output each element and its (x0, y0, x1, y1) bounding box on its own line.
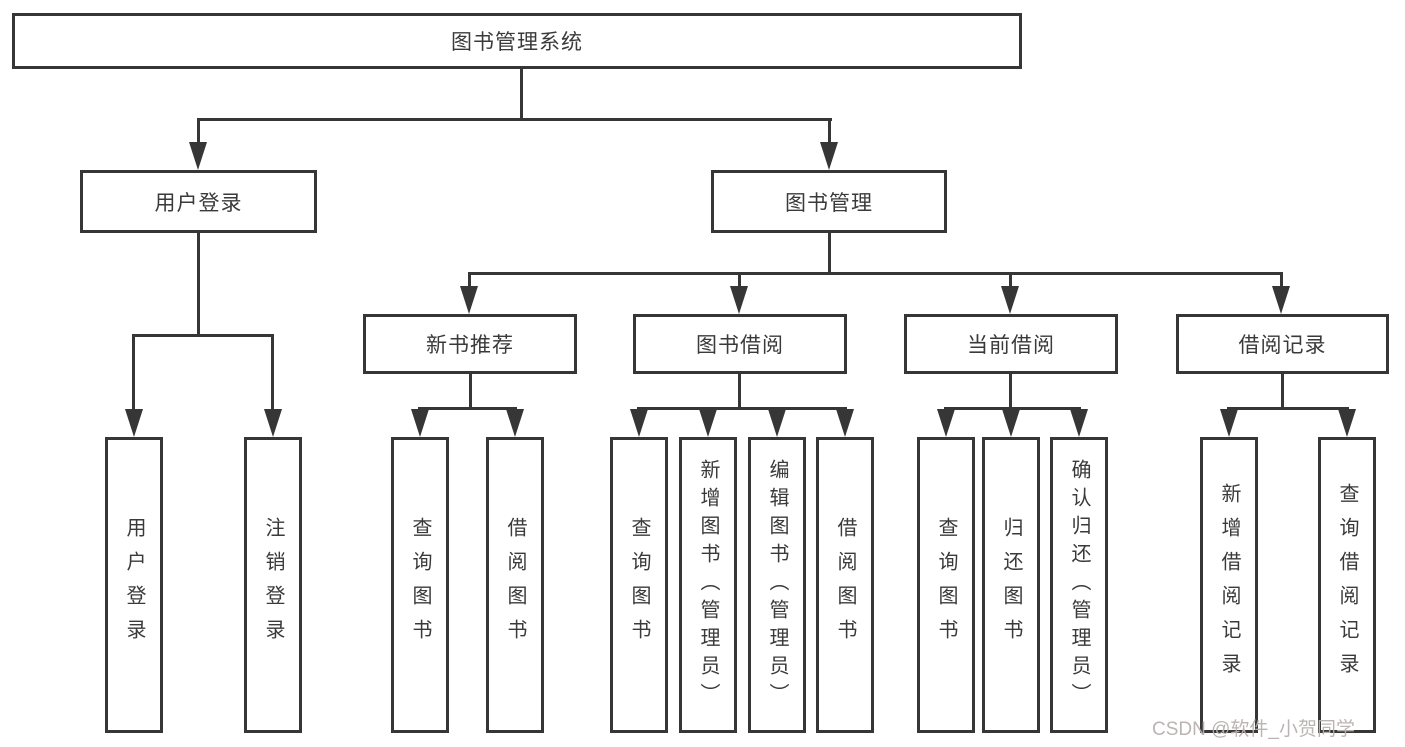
connector-arrowhead (125, 409, 143, 437)
connector-arrowhead (411, 409, 429, 437)
connector-shaft (738, 272, 741, 290)
connector-arrowhead (264, 409, 282, 437)
node-borrow-books-label: 借阅图书 (834, 517, 856, 653)
connector-shaft (271, 334, 274, 412)
node-new-book-recommend-label: 新书推荐 (426, 334, 514, 357)
node-query-books-borrow: 查询图书 (610, 437, 668, 733)
node-borrow-books: 借阅图书 (816, 437, 874, 733)
node-book-borrow-label: 图书借阅 (696, 334, 784, 357)
connector-user-trunk (197, 231, 200, 337)
node-add-borrow-record: 新增借阅记录 (1200, 437, 1258, 733)
connector-arrowhead (460, 286, 478, 314)
connector-trunk (1009, 372, 1012, 410)
node-current-borrow: 当前借阅 (904, 314, 1118, 374)
node-query-borrow-record: 查询借阅记录 (1318, 437, 1376, 733)
node-user-login: 用户登录 (105, 437, 163, 733)
connector-trunk (1281, 372, 1284, 410)
node-user-login-group: 用户登录 (80, 170, 317, 233)
connector-arrowhead (1220, 409, 1238, 437)
node-query-books-recommend-label: 查询图书 (409, 517, 431, 653)
connector-arrowhead (1070, 409, 1088, 437)
node-root: 图书管理系统 (12, 13, 1022, 69)
node-borrow-records-label: 借阅记录 (1238, 334, 1327, 357)
node-user-login-label: 用户登录 (123, 517, 145, 653)
node-book-management: 图书管理 (711, 170, 947, 233)
connector-arrowhead (1338, 409, 1356, 437)
node-add-books-admin: 新增图书（管理员） (679, 437, 737, 733)
connector-arrowhead (506, 409, 524, 437)
node-confirm-return-admin: 确认归还（管理员） (1050, 437, 1108, 733)
node-root-label: 图书管理系统 (451, 31, 583, 54)
connector-shaft (132, 334, 135, 412)
node-current-borrow-label: 当前借阅 (967, 334, 1055, 357)
connector-arrowhead (730, 286, 748, 314)
connector-arrowhead (699, 409, 717, 437)
node-query-books-current: 查询图书 (917, 437, 975, 733)
csdn-watermark: CSDN @软件_小贺同学 (1152, 719, 1355, 740)
connector-arrowhead (1002, 409, 1020, 437)
connector-trunk (738, 372, 741, 410)
node-new-book-recommend: 新书推荐 (363, 314, 577, 374)
node-edit-books-admin: 编辑图书（管理员） (748, 437, 806, 733)
connector-shaft (468, 272, 471, 290)
node-query-borrow-record-label: 查询借阅记录 (1336, 483, 1358, 687)
node-query-books-current-label: 查询图书 (935, 517, 957, 653)
connector-shaft (1280, 272, 1283, 290)
connector-shaft (197, 118, 200, 146)
connector-shaft (1009, 272, 1012, 290)
connector-arrowhead (836, 409, 854, 437)
node-add-borrow-record-label: 新增借阅记录 (1218, 483, 1240, 687)
node-edit-books-admin-label: 编辑图书（管理员） (766, 459, 788, 711)
node-book-management-label: 图书管理 (785, 191, 873, 215)
node-borrow-books-recommend: 借阅图书 (486, 437, 544, 733)
node-logout: 注销登录 (244, 437, 302, 733)
connector-arrowhead (1001, 286, 1019, 314)
connector-book-trunk (828, 231, 831, 275)
node-borrow-books-recommend-label: 借阅图书 (504, 517, 526, 653)
node-user-login-group-label: 用户登录 (154, 191, 243, 215)
connector-arrowhead (630, 409, 648, 437)
connector-shaft (828, 118, 831, 146)
connector-user-bar (132, 334, 274, 337)
connector-bar (944, 407, 1081, 410)
connector-arrowhead (1272, 286, 1290, 314)
node-return-books: 归还图书 (982, 437, 1040, 733)
node-confirm-return-admin-label: 确认归还（管理员） (1068, 459, 1090, 711)
connector-level2-bar (197, 118, 832, 121)
node-return-books-label: 归还图书 (1000, 517, 1022, 653)
node-logout-label: 注销登录 (262, 517, 284, 653)
connector-arrowhead (189, 142, 207, 170)
connector-bar (1227, 407, 1349, 410)
node-query-books-borrow-label: 查询图书 (628, 517, 650, 653)
connector-arrowhead (820, 142, 838, 170)
connector-trunk (469, 372, 472, 410)
connector-bar (418, 407, 517, 410)
connector-arrowhead (937, 409, 955, 437)
node-book-borrow: 图书借阅 (633, 314, 847, 374)
connector-level3-bar (468, 272, 1283, 275)
connector-arrowhead (768, 409, 786, 437)
connector-root-trunk (520, 66, 523, 120)
node-add-books-admin-label: 新增图书（管理员） (697, 459, 719, 711)
node-borrow-records: 借阅记录 (1176, 314, 1389, 374)
node-query-books-recommend: 查询图书 (391, 437, 449, 733)
connector-bar (637, 407, 847, 410)
